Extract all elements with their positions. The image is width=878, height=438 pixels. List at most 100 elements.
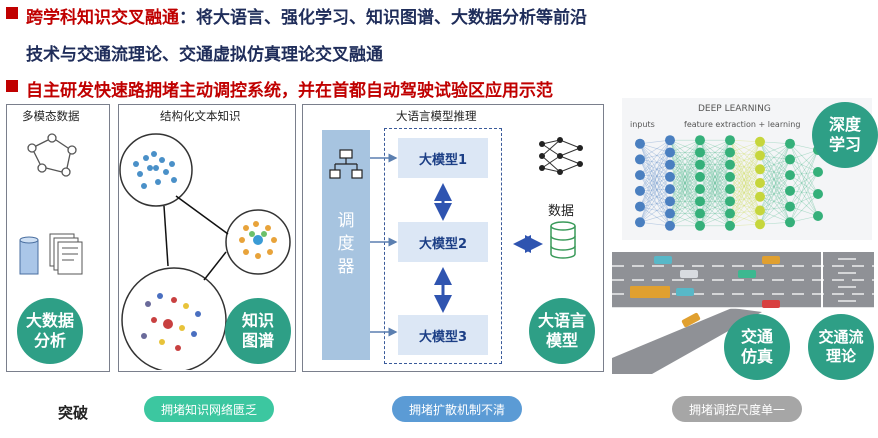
nn-edge: [699, 152, 731, 165]
nn-edge: [789, 149, 819, 207]
nn-edge: [669, 188, 701, 214]
nn-edge: [789, 171, 819, 223]
nn-node: [755, 164, 765, 175]
nn-edge: [639, 152, 671, 207]
nn-node: [725, 171, 735, 182]
nn-edge: [729, 201, 761, 225]
nn-edge: [639, 164, 671, 176]
nn-edge: [699, 176, 731, 190]
nn-edge: [669, 140, 701, 226]
nn-edge: [729, 176, 761, 211]
pill-knowledge-network: 拥堵知识网络匮乏: [144, 396, 274, 422]
inputs-label: inputs: [630, 120, 655, 129]
nn-edge: [729, 176, 761, 184]
nn-edge: [729, 168, 761, 178]
nn-edge: [759, 196, 791, 223]
model-box-3: 大模型3: [398, 315, 488, 355]
nn-node: [813, 167, 823, 177]
nn-edge: [699, 201, 731, 227]
nn-edge: [639, 164, 671, 223]
nn-node: [725, 208, 735, 219]
nn-edge: [639, 140, 671, 223]
nn-edge: [759, 143, 791, 211]
nn-edge: [669, 152, 701, 165]
nn-edge: [669, 201, 701, 214]
nn-edge: [669, 164, 701, 190]
nn-node: [725, 135, 735, 146]
nn-edge: [759, 168, 791, 176]
nn-edge: [699, 164, 731, 226]
deep-learning-title: DEEP LEARNING: [698, 104, 771, 114]
nn-edge: [729, 213, 761, 225]
nn-node: [755, 136, 765, 147]
nn-edge: [639, 206, 671, 214]
nn-edge: [669, 140, 701, 190]
nn-edge: [759, 174, 791, 197]
nn-edge: [639, 159, 671, 202]
pill-control-scale: 拥堵调控尺度单一: [672, 396, 802, 422]
nn-edge: [639, 139, 671, 160]
nn-edge: [729, 155, 761, 214]
nn-node: [785, 185, 795, 196]
nn-edge: [729, 152, 761, 184]
nn-edge: [759, 141, 791, 207]
nn-node: [695, 171, 705, 182]
nn-edge: [699, 152, 731, 178]
nn-edge: [699, 152, 731, 202]
nn-edge: [699, 176, 731, 214]
nn-edge: [699, 188, 731, 226]
nn-edge: [759, 143, 791, 170]
nn-edge: [759, 174, 791, 211]
nn-edge: [639, 213, 671, 223]
nn-edge: [759, 155, 791, 223]
nn-edge: [699, 152, 731, 165]
traffic-flow-theory-badge: 交通流 理论: [808, 314, 874, 380]
nn-edge: [669, 176, 701, 202]
nn-edge: [669, 176, 701, 214]
nn-edge: [699, 164, 731, 178]
nn-edge: [699, 164, 731, 190]
nn-edge: [729, 152, 761, 225]
cluster-2-nodes: [239, 221, 277, 259]
nn-edge: [669, 152, 701, 190]
nn-edge: [759, 155, 791, 160]
nn-edge: [789, 174, 819, 217]
nn-edge: [729, 182, 761, 190]
nn-edge: [729, 223, 761, 227]
nn-edge: [699, 140, 731, 226]
nn-edge: [669, 213, 701, 227]
nn-edge: [699, 176, 731, 226]
nn-edge: [699, 139, 731, 165]
nn-edge: [639, 190, 671, 214]
nn-edge: [729, 155, 761, 178]
nn-node: [665, 159, 675, 170]
nn-edge: [759, 141, 791, 145]
nn-edge: [639, 143, 671, 178]
header-line-1: 跨学科知识交叉融通：将大语言、强化学习、知识图谱、大数据分析等前沿: [26, 3, 587, 28]
vehicles: [630, 256, 780, 328]
nn-edge: [639, 140, 671, 207]
nn-edge: [639, 201, 671, 223]
nn-edge: [729, 196, 761, 202]
nn-edge: [639, 164, 671, 207]
nn-edge: [639, 190, 671, 226]
nn-edge: [729, 155, 761, 165]
model-box-2: 大模型2: [398, 222, 488, 262]
nn-edge: [669, 164, 701, 178]
nn-edge: [669, 188, 701, 226]
nn-edge: [699, 139, 731, 153]
deep-learning-badge: 深度 学习: [812, 102, 878, 168]
nn-edge: [699, 176, 731, 202]
nn-edge: [669, 140, 701, 190]
nn-edge: [759, 159, 791, 211]
nn-edge: [759, 174, 791, 225]
nn-edge: [729, 140, 761, 225]
nn-edge: [639, 188, 671, 207]
nn-node: [635, 154, 645, 165]
nn-edge: [759, 206, 791, 225]
nn-edge: [699, 176, 731, 190]
nn-edge: [669, 188, 701, 226]
nn-edge: [729, 182, 761, 226]
nn-edge: [729, 169, 761, 226]
nn-edge: [639, 174, 671, 214]
